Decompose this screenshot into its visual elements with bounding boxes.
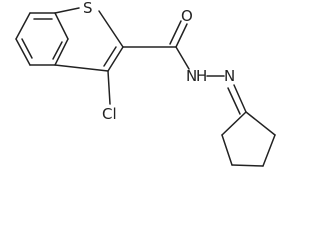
bond-cyclopentane-2 [221, 134, 233, 166]
bond-cyclopentane-3 [231, 164, 264, 167]
bond-n-c-imine-double [227, 87, 241, 115]
bond-c2-c3-double [103, 46, 117, 67]
bond-benzene-5 [15, 38, 31, 66]
atom-label-hydrazide-hydrogen: H [196, 67, 207, 85]
bond-layer [15, 7, 276, 167]
atom-label-imine-nitrogen: N [224, 67, 235, 85]
bond-carbonyl-n [175, 46, 190, 70]
bond-benzene-3 [54, 38, 69, 66]
bond-cyclopentane-1 [221, 111, 247, 136]
atom-label-layer: S O Cl N H N [83, 0, 235, 123]
molecule-structure-diagram: S O Cl N H N [15, 0, 276, 167]
atom-label-hydrazide-nitrogen: N [186, 67, 197, 85]
bond-c3-c3a [54, 64, 109, 72]
bond-cyclopentane-4 [262, 134, 276, 167]
bond-c3-cl [107, 70, 111, 105]
bond-s-c2 [98, 10, 124, 48]
bond-carbonyl-o-double [169, 20, 182, 45]
bond-c2-c3 [107, 46, 124, 72]
bond-n-c-imine [233, 84, 247, 113]
bond-benzene-6 [15, 12, 31, 40]
bond-benzene-double-3 [52, 41, 63, 60]
atom-label-chlorine: Cl [102, 105, 117, 123]
bond-carbonyl-o [175, 23, 188, 48]
atom-label-sulfur: S [83, 0, 93, 17]
bond-benzene-double-2 [21, 38, 33, 59]
bond-benzene-2 [54, 12, 69, 40]
atom-label-oxygen: O [181, 7, 193, 25]
bond-c7a-s [54, 7, 80, 14]
bond-cyclopentane-5 [245, 111, 276, 136]
